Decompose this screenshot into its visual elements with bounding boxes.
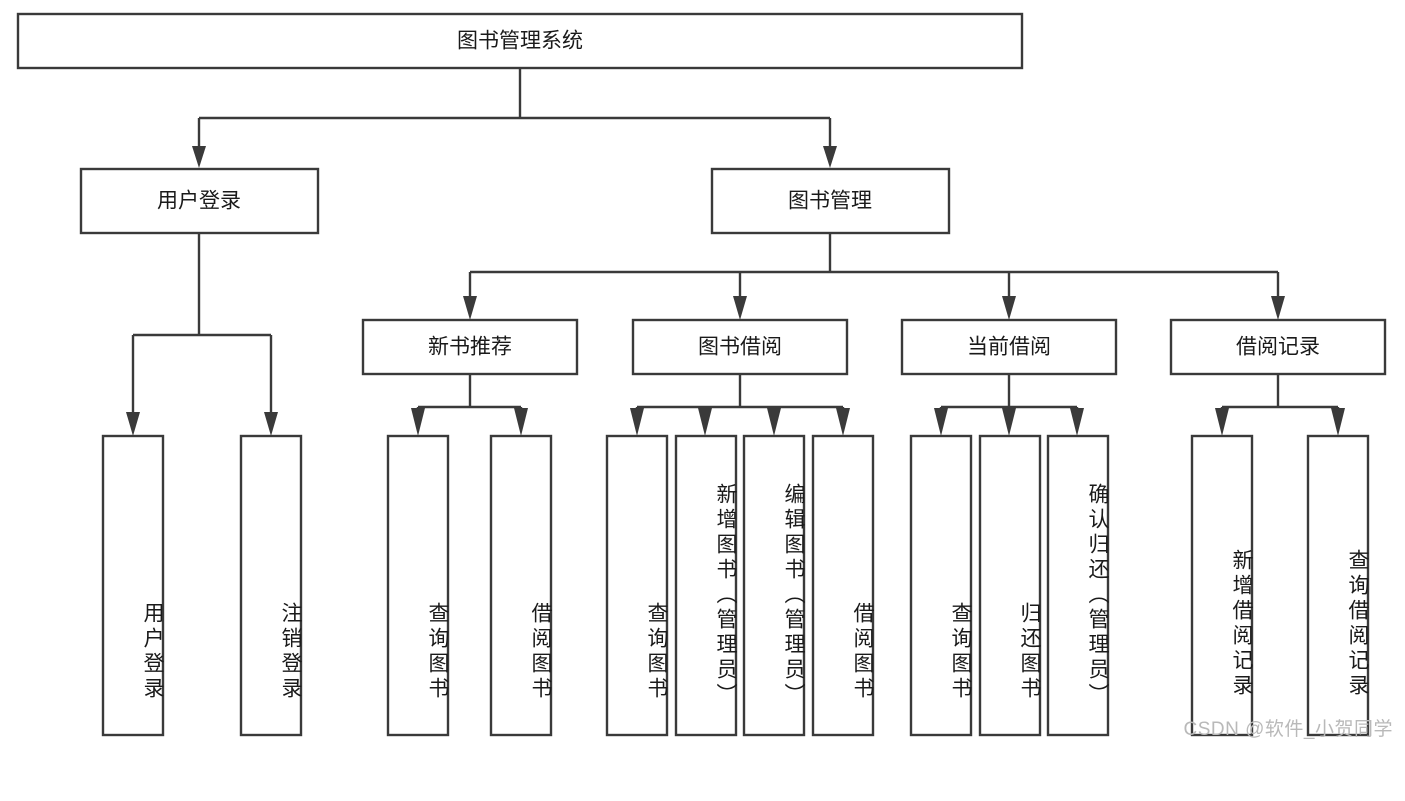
- arrow-head-icon: [1070, 408, 1084, 436]
- arrow-head-icon: [264, 412, 278, 436]
- node-box-leaf-user-login[interactable]: [101, 434, 165, 737]
- node-label-user-login: 用户登录: [157, 190, 241, 213]
- node-box-leaf-add-record[interactable]: [1190, 434, 1254, 737]
- node-box-borrow-record[interactable]: [1169, 318, 1387, 376]
- arrow-head-icon: [411, 408, 425, 436]
- node-box-leaf-edit-book[interactable]: [742, 434, 806, 737]
- connector-group-borrow-record: [1215, 374, 1345, 436]
- node-label-root: 图书管理系统: [457, 30, 583, 53]
- connector-group-book-borrow: [630, 374, 850, 436]
- node-label-book-borrow: 图书借阅: [698, 336, 782, 359]
- system-function-tree-diagram: 图书管理系统 用户登录 图书管理 新书推荐 图书借阅 当前借阅 借阅记录 用户登…: [16, 12, 1393, 740]
- node-box-book-mgmt[interactable]: [710, 167, 951, 235]
- arrow-head-icon: [698, 408, 712, 436]
- arrow-head-icon: [1215, 408, 1229, 436]
- node-box-new-book-recommend[interactable]: [361, 318, 579, 376]
- arrow-head-icon: [1002, 296, 1016, 320]
- arrow-head-icon: [733, 296, 747, 320]
- arrow-head-icon: [1271, 296, 1285, 320]
- connector-group-book-mgmt: [463, 233, 1285, 320]
- node-label-current-borrow: 当前借阅: [967, 336, 1051, 359]
- arrow-head-icon: [823, 146, 837, 168]
- node-box-leaf-query-record[interactable]: [1306, 434, 1370, 737]
- arrow-head-icon: [836, 408, 850, 436]
- connector-group-new-book: [411, 374, 528, 436]
- node-box-leaf-return-book[interactable]: [978, 434, 1042, 737]
- arrow-head-icon: [514, 408, 528, 436]
- node-box-leaf-query-book-3[interactable]: [909, 434, 973, 737]
- node-box-user-login[interactable]: [79, 167, 320, 235]
- node-box-leaf-confirm-return[interactable]: [1046, 434, 1110, 737]
- arrow-head-icon: [934, 408, 948, 436]
- arrow-head-icon: [767, 408, 781, 436]
- node-box-current-borrow[interactable]: [900, 318, 1118, 376]
- arrow-head-icon: [1331, 408, 1345, 436]
- node-label-book-mgmt: 图书管理: [788, 190, 872, 213]
- arrow-head-icon: [630, 408, 644, 436]
- node-box-leaf-add-book[interactable]: [674, 434, 738, 737]
- arrow-head-icon: [192, 146, 206, 168]
- node-box-book-borrow[interactable]: [631, 318, 849, 376]
- node-label-borrow-record: 借阅记录: [1236, 336, 1320, 359]
- node-box-leaf-borrow-book-1[interactable]: [489, 434, 553, 737]
- node-box-leaf-borrow-book-2[interactable]: [811, 434, 875, 737]
- node-box-leaf-query-book-1[interactable]: [386, 434, 450, 737]
- connector-group-current-borrow: [934, 374, 1084, 436]
- connector-group-user-login: [126, 233, 278, 436]
- arrow-head-icon: [463, 296, 477, 320]
- connector-group-root: [192, 68, 837, 168]
- arrow-head-icon: [126, 412, 140, 436]
- node-box-leaf-query-book-2[interactable]: [605, 434, 669, 737]
- tree-diagram-canvas: 图书管理系统 用户登录 图书管理 新书推荐 图书借阅 当前借阅 借阅记录: [16, 12, 1387, 737]
- node-box-root[interactable]: [16, 12, 1024, 70]
- csdn-watermark: CSDN @软件_小贺同学: [1183, 719, 1393, 740]
- node-box-leaf-logout[interactable]: [239, 434, 303, 737]
- node-label-new-book-recommend: 新书推荐: [428, 336, 512, 359]
- arrow-head-icon: [1002, 408, 1016, 436]
